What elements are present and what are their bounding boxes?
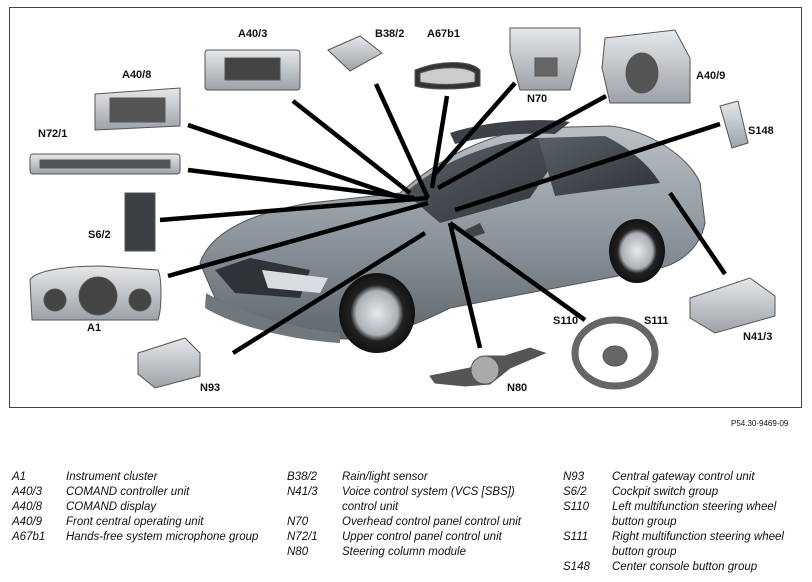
legend-row: N72/1 Upper control panel control unit bbox=[287, 530, 542, 545]
legend-code: S111 bbox=[563, 531, 589, 543]
component-pictures bbox=[29, 27, 776, 390]
legend-code: N70 bbox=[287, 516, 309, 528]
legend-row: N93 Central gateway control unit bbox=[563, 470, 807, 485]
legend-row: N70 Overhead control panel control unit bbox=[287, 515, 542, 530]
legend-row: S110 Left multifunction steering wheel bu… bbox=[563, 500, 807, 530]
legend-row: S6/2 Cockpit switch group bbox=[563, 485, 807, 500]
legend-desc: Steering column module bbox=[342, 546, 467, 558]
legend-code: S110 bbox=[563, 501, 590, 513]
legend-code: N41/3 bbox=[287, 486, 318, 498]
legend-desc: Upper control panel control unit bbox=[342, 531, 502, 543]
legend-code: A1 bbox=[12, 471, 27, 483]
legend-column-3: N93 Central gateway control unit S6/2 Cock… bbox=[563, 470, 807, 575]
legend-row: N80 Steering column module bbox=[287, 545, 542, 560]
legend-code: B38/2 bbox=[287, 471, 318, 483]
legend-desc: Cockpit switch group bbox=[612, 486, 719, 498]
legend-desc: Rain/light sensor bbox=[342, 471, 428, 483]
legend-row: A40/3 COMAND controller unit bbox=[12, 485, 266, 500]
callout-a40-9: A40/9 bbox=[696, 70, 726, 82]
legend-desc: COMAND controller unit bbox=[66, 486, 190, 498]
callout-n41-3: N41/3 bbox=[743, 331, 773, 343]
legend-desc: Center console button group bbox=[612, 561, 758, 573]
callout-n70: N70 bbox=[527, 93, 548, 105]
legend-desc: Central gateway control unit bbox=[612, 471, 755, 483]
legend-row: S111 Right multifunction steering wheel b… bbox=[563, 530, 807, 560]
legend-code: N93 bbox=[563, 471, 585, 483]
callout-a40-3: A40/3 bbox=[238, 28, 268, 40]
legend-code: A67b1 bbox=[12, 531, 46, 543]
legend-desc: Right multifunction steering wheel butto… bbox=[612, 531, 784, 558]
legend-row: A1 Instrument cluster bbox=[12, 470, 266, 485]
legend-code: A40/3 bbox=[12, 486, 43, 498]
diagram-illustration bbox=[29, 27, 776, 390]
legend-code: S6/2 bbox=[563, 486, 587, 498]
legend-row: A67b1 Hands-free system microphone group bbox=[12, 530, 266, 545]
legend-row: B38/2 Rain/light sensor bbox=[287, 470, 542, 485]
legend-row: S148 Center console button group bbox=[563, 560, 807, 575]
figure-reference: P54.30-9469-09 bbox=[731, 419, 789, 428]
legend-desc: Instrument cluster bbox=[66, 471, 158, 483]
callout-n72-1: N72/1 bbox=[38, 128, 68, 140]
legend-desc: Front central operating unit bbox=[66, 516, 204, 528]
legend-desc: Voice control system (VCS [SBS]) control… bbox=[342, 486, 515, 513]
callout-s148: S148 bbox=[748, 125, 774, 137]
legend-desc: COMAND display bbox=[66, 501, 157, 513]
callout-n80: N80 bbox=[507, 382, 528, 394]
callout-n93: N93 bbox=[200, 382, 221, 394]
pointer-lines bbox=[159, 81, 727, 355]
callout-s110: S110 bbox=[553, 315, 579, 327]
callout-a1: A1 bbox=[87, 322, 102, 334]
legend-desc: Hands-free system microphone group bbox=[66, 531, 259, 543]
legend-row: A40/9 Front central operating unit bbox=[12, 515, 266, 530]
callout-s111: S111 bbox=[644, 315, 669, 327]
callout-s6-2: S6/2 bbox=[88, 229, 111, 241]
legend-desc: Overhead control panel control unit bbox=[342, 516, 521, 528]
legend-code: A40/8 bbox=[12, 501, 43, 513]
legend-code: N80 bbox=[287, 546, 309, 558]
legend-code: N72/1 bbox=[287, 531, 318, 543]
legend-column-2: B38/2 Rain/light sensor N41/3 Voice contro… bbox=[287, 470, 542, 560]
legend-row: A40/8 COMAND display bbox=[12, 500, 266, 515]
callout-b38-2: B38/2 bbox=[375, 28, 405, 40]
diagram-frame: A40/3 B38/2 A67b1 A40/8 N70 A40/9 N72/1 … bbox=[9, 7, 802, 408]
legend-code: S148 bbox=[563, 561, 590, 573]
callout-a67b1: A67b1 bbox=[427, 28, 461, 40]
callout-a40-8: A40/8 bbox=[122, 69, 152, 81]
legend-desc: Left multifunction steering wheel button… bbox=[612, 501, 777, 528]
legend-row: N41/3 Voice control system (VCS [SBS]) co… bbox=[287, 485, 542, 515]
legend-code: A40/9 bbox=[12, 516, 43, 528]
legend-column-1: A1 Instrument cluster A40/3 COMAND control… bbox=[12, 470, 266, 545]
